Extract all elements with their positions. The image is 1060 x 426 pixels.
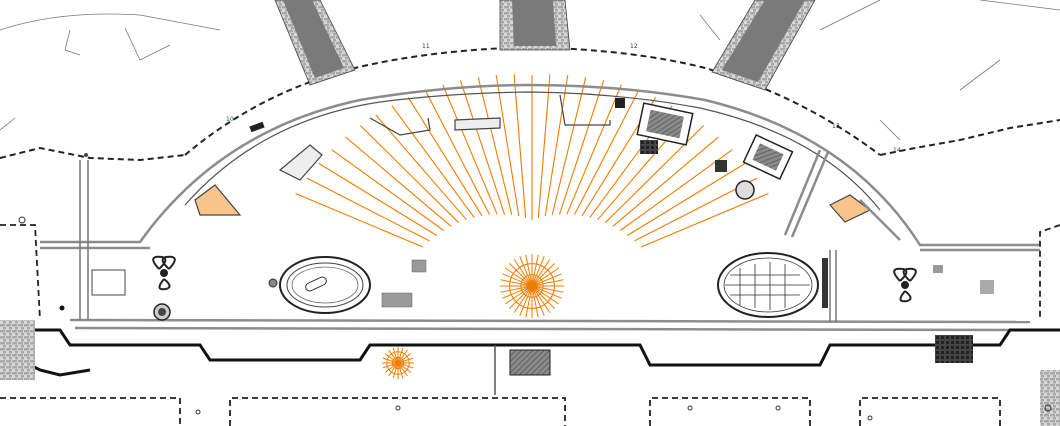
orange-ray: [627, 162, 746, 236]
plaza-inner-curve: [184, 91, 881, 211]
orange-ray: [574, 90, 640, 215]
small-sunburst-icon: [382, 347, 414, 379]
marker-12: 12: [630, 43, 638, 50]
orange-ray: [442, 84, 498, 215]
orange-ray: [544, 75, 569, 217]
orange-ray: [318, 162, 437, 236]
orange-ray: [551, 76, 587, 216]
left-walkway: [79, 160, 837, 322]
trefoil-symbol-icon-right: [893, 267, 917, 303]
orange-radial-lines: [295, 74, 769, 248]
building-wings: [274, 0, 816, 91]
pavilions: [249, 98, 994, 308]
marker-labels: 10 11 12 13 14: [226, 43, 901, 154]
site-boundary: [0, 45, 1060, 162]
marker-14: 14: [893, 147, 901, 154]
orange-ray: [537, 74, 551, 218]
orange-ray: [566, 84, 622, 215]
plaza-outline: [40, 83, 1040, 332]
lower-plots: [0, 224, 1060, 426]
orange-ray: [345, 136, 452, 227]
oval-structure-right: [717, 252, 828, 318]
oval-fountain-left: [268, 256, 371, 314]
orange-ray: [495, 75, 520, 217]
orange-ray: [459, 80, 506, 215]
bottom-details: [0, 320, 1060, 426]
small-symbols: [18, 153, 1052, 421]
marker-10: 10: [226, 116, 234, 123]
orange-ray: [391, 105, 475, 218]
benches: [194, 94, 872, 223]
orange-ray: [513, 74, 527, 218]
orange-ray: [619, 149, 733, 231]
orange-ray: [558, 80, 605, 215]
marker-11: 11: [422, 43, 430, 50]
compass-rose-icon: [500, 254, 564, 318]
right-diagonal-path: [783, 149, 901, 241]
orange-ray: [306, 177, 430, 242]
orange-ray: [295, 192, 424, 248]
orange-ray: [331, 149, 445, 231]
trefoil-symbol-icon: [152, 255, 176, 291]
orange-ray: [360, 125, 460, 224]
orange-ray: [375, 114, 467, 221]
orange-ray: [477, 76, 513, 216]
orange-ray: [424, 90, 490, 215]
orange-ray: [612, 136, 719, 227]
marker-13: 13: [832, 123, 840, 130]
orange-ray: [407, 97, 483, 216]
round-marker: [153, 303, 171, 321]
orange-ray: [640, 192, 769, 248]
context-lines: [0, 0, 1060, 141]
